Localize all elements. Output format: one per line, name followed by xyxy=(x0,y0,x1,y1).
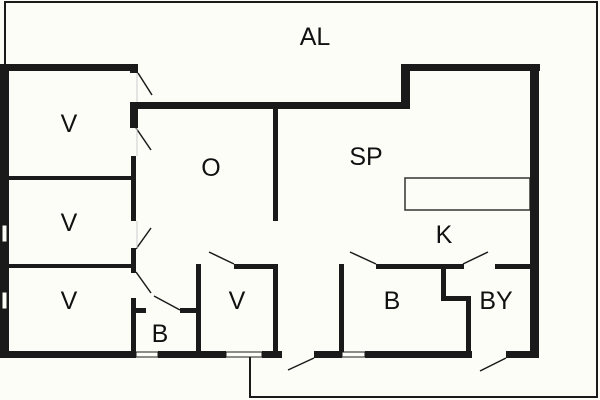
room-label-kitchen: K xyxy=(436,221,453,249)
room-label-utility: BY xyxy=(479,287,513,315)
windows xyxy=(1,224,366,358)
room-label-office: O xyxy=(201,154,220,182)
terrace-outline xyxy=(4,1,598,398)
room-labels: AL V O SP V K V B V B BY xyxy=(61,23,513,348)
room-label-balcony: AL xyxy=(300,23,331,51)
room-label-bathroom-small: B xyxy=(152,320,169,348)
room-label-bedroom-4: V xyxy=(229,287,246,315)
room-label-bedroom-1: V xyxy=(61,110,78,138)
room-label-living-dining: SP xyxy=(349,143,382,171)
walls xyxy=(0,64,540,358)
kitchen-counter xyxy=(404,177,531,211)
room-label-bedroom-3: V xyxy=(61,287,78,315)
room-label-bedroom-2: V xyxy=(61,209,78,237)
room-label-bathroom: B xyxy=(384,287,401,315)
doors xyxy=(135,72,507,372)
